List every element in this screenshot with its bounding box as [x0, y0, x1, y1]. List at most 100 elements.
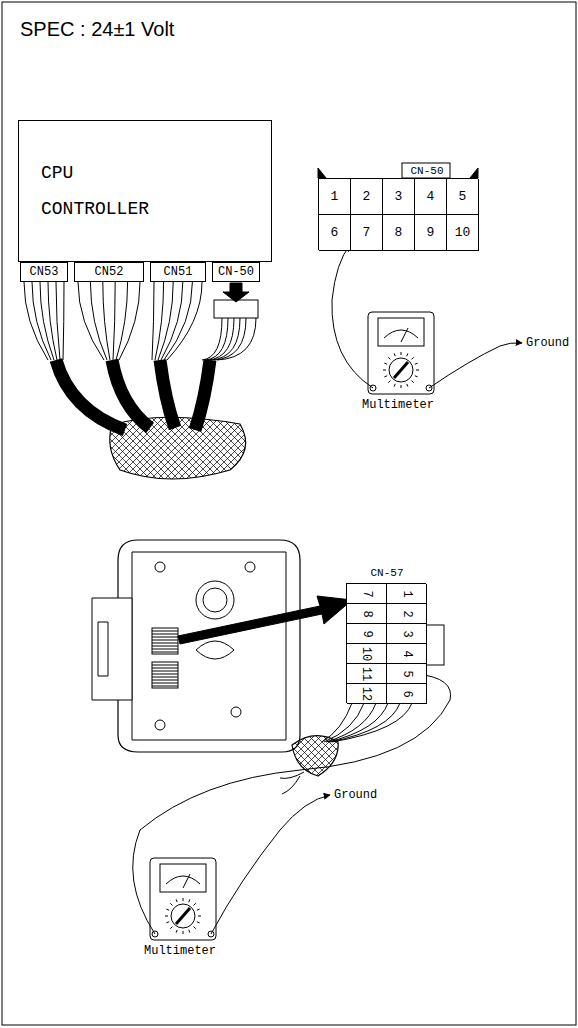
- connector-face: CN-5012345678910: [318, 178, 478, 250]
- connector-tab: CN52: [74, 262, 144, 282]
- pin-cell: 3: [387, 624, 427, 644]
- pin-number: 2: [399, 610, 413, 617]
- multimeter-display: [160, 864, 206, 892]
- drawing-circle: [196, 581, 234, 619]
- drawing-line: [165, 916, 168, 917]
- pin-cell: 10: [347, 644, 387, 664]
- drawing-line: [217, 318, 256, 360]
- connector-name: CN-50: [403, 165, 451, 178]
- controller-box: CPU CONTROLLER: [18, 120, 272, 262]
- drawing-line: [92, 598, 132, 700]
- connector-label: CN-50: [218, 265, 254, 279]
- drawing-line: [211, 318, 240, 360]
- pin-cell: 9: [347, 624, 387, 644]
- multimeter-label: Multimeter: [362, 398, 434, 412]
- drawing-line: [332, 703, 412, 742]
- pin-number: 10: [455, 225, 471, 240]
- drawing-line: [318, 168, 326, 178]
- pin-cell: 5: [447, 179, 479, 215]
- drawing-line: [401, 385, 402, 388]
- drawing-line: [196, 641, 234, 659]
- drawing-line: [194, 903, 196, 905]
- drawing-line: [383, 370, 386, 371]
- drawing-line: [388, 357, 390, 359]
- drawing-line: [183, 898, 184, 901]
- drawing-line: [223, 283, 249, 302]
- drawing-line: [152, 668, 178, 669]
- connector-name: CN-57: [357, 567, 417, 580]
- drawing-line: [152, 680, 178, 681]
- drawing-line: [412, 381, 414, 383]
- drawing-line: [197, 909, 200, 910]
- panel-socket: [152, 662, 178, 688]
- drawing-line: [152, 686, 178, 687]
- drawing-line: [388, 381, 390, 383]
- pin-number: 9: [359, 630, 373, 637]
- pin-number: 5: [459, 189, 467, 204]
- drawing-line: [394, 384, 395, 387]
- drawing-line: [118, 540, 300, 752]
- pin-number: 7: [359, 590, 373, 597]
- pin-number: 7: [363, 225, 371, 240]
- pin-cell: 6: [319, 215, 351, 251]
- pin-number: 4: [399, 650, 413, 657]
- drawing-line: [119, 282, 140, 360]
- ground-label: Ground: [526, 336, 569, 350]
- drawing-line: [205, 318, 228, 360]
- pin-cell: 7: [347, 584, 387, 604]
- drawing-circle: [245, 562, 255, 572]
- drawing-line: [407, 384, 408, 387]
- pin-number: 1: [399, 590, 413, 597]
- drawing-line: [133, 674, 451, 934]
- drawing-line: [166, 922, 169, 923]
- pin-number: 3: [395, 189, 403, 204]
- connector-label: CN52: [95, 265, 124, 279]
- drawing-line: [112, 360, 150, 428]
- connector-key: [402, 163, 450, 178]
- drawing-line: [429, 343, 522, 388]
- drawing-line: [63, 282, 64, 360]
- drawing-line: [152, 677, 178, 678]
- drawing-line: [170, 927, 172, 929]
- spec-title: SPEC : 24±1 Volt: [20, 18, 174, 41]
- pin-cell: 9: [415, 215, 447, 251]
- drawing-line: [416, 370, 419, 371]
- drawing-line: [152, 646, 178, 647]
- drawing-line: [152, 640, 178, 641]
- pin-cell: 11: [347, 664, 387, 684]
- drawing-line: [152, 643, 178, 644]
- drawing-line: [394, 362, 408, 378]
- drawing-line: [401, 352, 402, 355]
- drawing-line: [152, 649, 178, 650]
- drawing-line: [170, 903, 172, 905]
- drawing-line: [183, 874, 190, 888]
- pin-cell: 5: [387, 664, 427, 684]
- connector-label: CN51: [164, 265, 193, 279]
- drawing-circle: [155, 562, 165, 572]
- multimeter-display: [378, 318, 424, 346]
- drawing-line: [330, 703, 400, 742]
- pin-number: 5: [399, 670, 413, 677]
- connector-label: CN53: [30, 265, 59, 279]
- pin-cell: 4: [415, 179, 447, 215]
- pin-cell: 8: [383, 215, 415, 251]
- ground-label: Ground: [334, 788, 377, 802]
- connector-tab: CN-50: [212, 262, 260, 282]
- pin-number: 8: [359, 610, 373, 617]
- pin-cell: 10: [447, 215, 479, 251]
- drawing-line: [164, 282, 192, 360]
- drawing-line: [412, 357, 414, 359]
- drawing-line: [103, 282, 110, 360]
- pin-number: 6: [331, 225, 339, 240]
- drawing-line: [176, 908, 190, 924]
- pin-cell: 2: [387, 604, 427, 624]
- pin-number: 8: [395, 225, 403, 240]
- drawing-line: [152, 671, 178, 672]
- drawing-line: [401, 328, 408, 342]
- drawing-line: [415, 376, 418, 377]
- drawing-line: [113, 282, 115, 360]
- drawing-line: [166, 909, 169, 910]
- pin-number: 3: [399, 630, 413, 637]
